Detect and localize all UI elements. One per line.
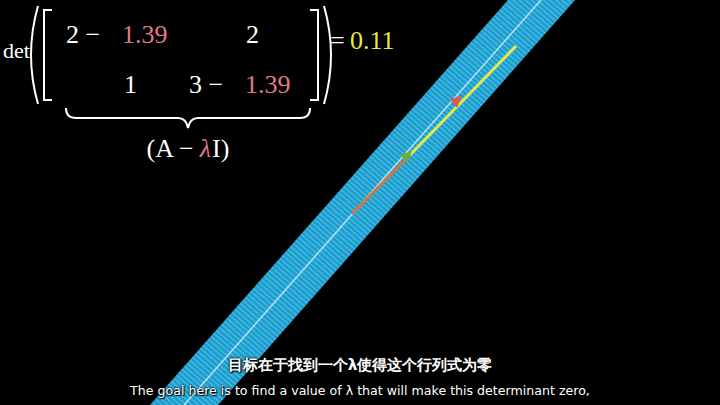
matrix-label: I) [212,136,229,162]
bracket [44,10,52,100]
lambda-value: 1.39 [245,72,291,98]
span-band [150,0,575,405]
determinant-value: 0.11 [350,28,395,54]
det-operator: det [3,40,30,62]
lambda-symbol: λ [200,136,211,162]
basis-vector [352,155,410,214]
matrix-label: (A − [147,136,194,162]
underbrace [66,108,310,128]
matrix-entry: 3 − [189,72,223,98]
matrix-entry: 2 − [66,22,100,48]
paren [31,6,38,104]
matrix-entry: 2 [246,22,259,48]
span-line [184,0,541,405]
matrix-entry: 1 [124,72,137,98]
subtitle-zh: 目标在于找到一个λ使得这个行列式为零 [0,356,720,374]
paren [324,6,331,104]
bracket [310,10,318,100]
lambda-value: 1.39 [122,22,168,48]
arrow-head [450,96,462,108]
equals-sign: = [330,28,345,54]
eigen-vector [410,46,516,155]
subtitle-en: The goal here is to find a value of λ th… [0,383,720,398]
arrow-head [400,151,412,163]
